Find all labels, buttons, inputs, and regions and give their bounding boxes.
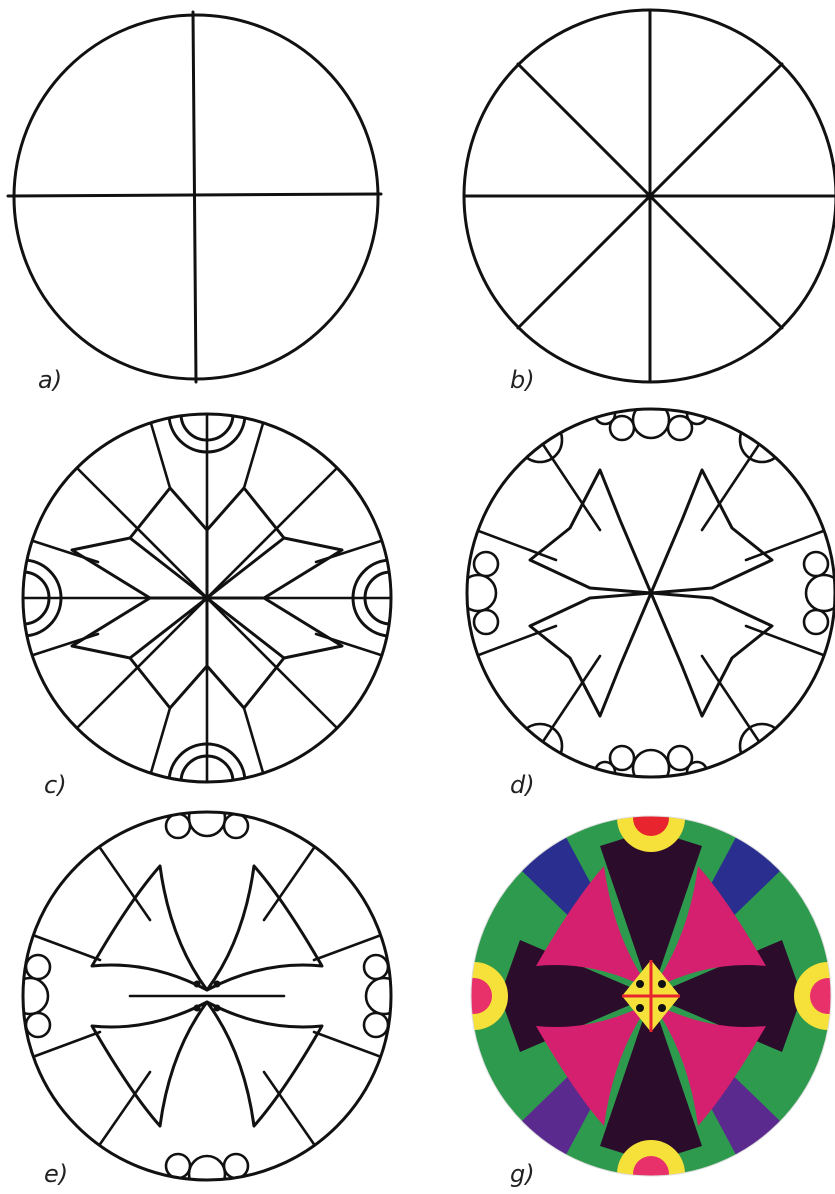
- panel-e-label: e): [44, 1160, 68, 1188]
- panel-e-drawing: [12, 800, 402, 1192]
- panel-a-label: a): [38, 366, 62, 394]
- panel-a-drawing: [8, 12, 381, 382]
- panel-d-drawing: [460, 402, 835, 786]
- panel-g-colored-mandala: [440, 784, 835, 1194]
- panel-c-label: c): [44, 771, 67, 799]
- panel-g-label: g): [510, 1160, 535, 1188]
- panel-d-label: d): [510, 771, 535, 799]
- panel-b-label: b): [510, 366, 535, 394]
- panel-b-drawing: [464, 10, 835, 382]
- panel-c-drawing: [0, 376, 429, 820]
